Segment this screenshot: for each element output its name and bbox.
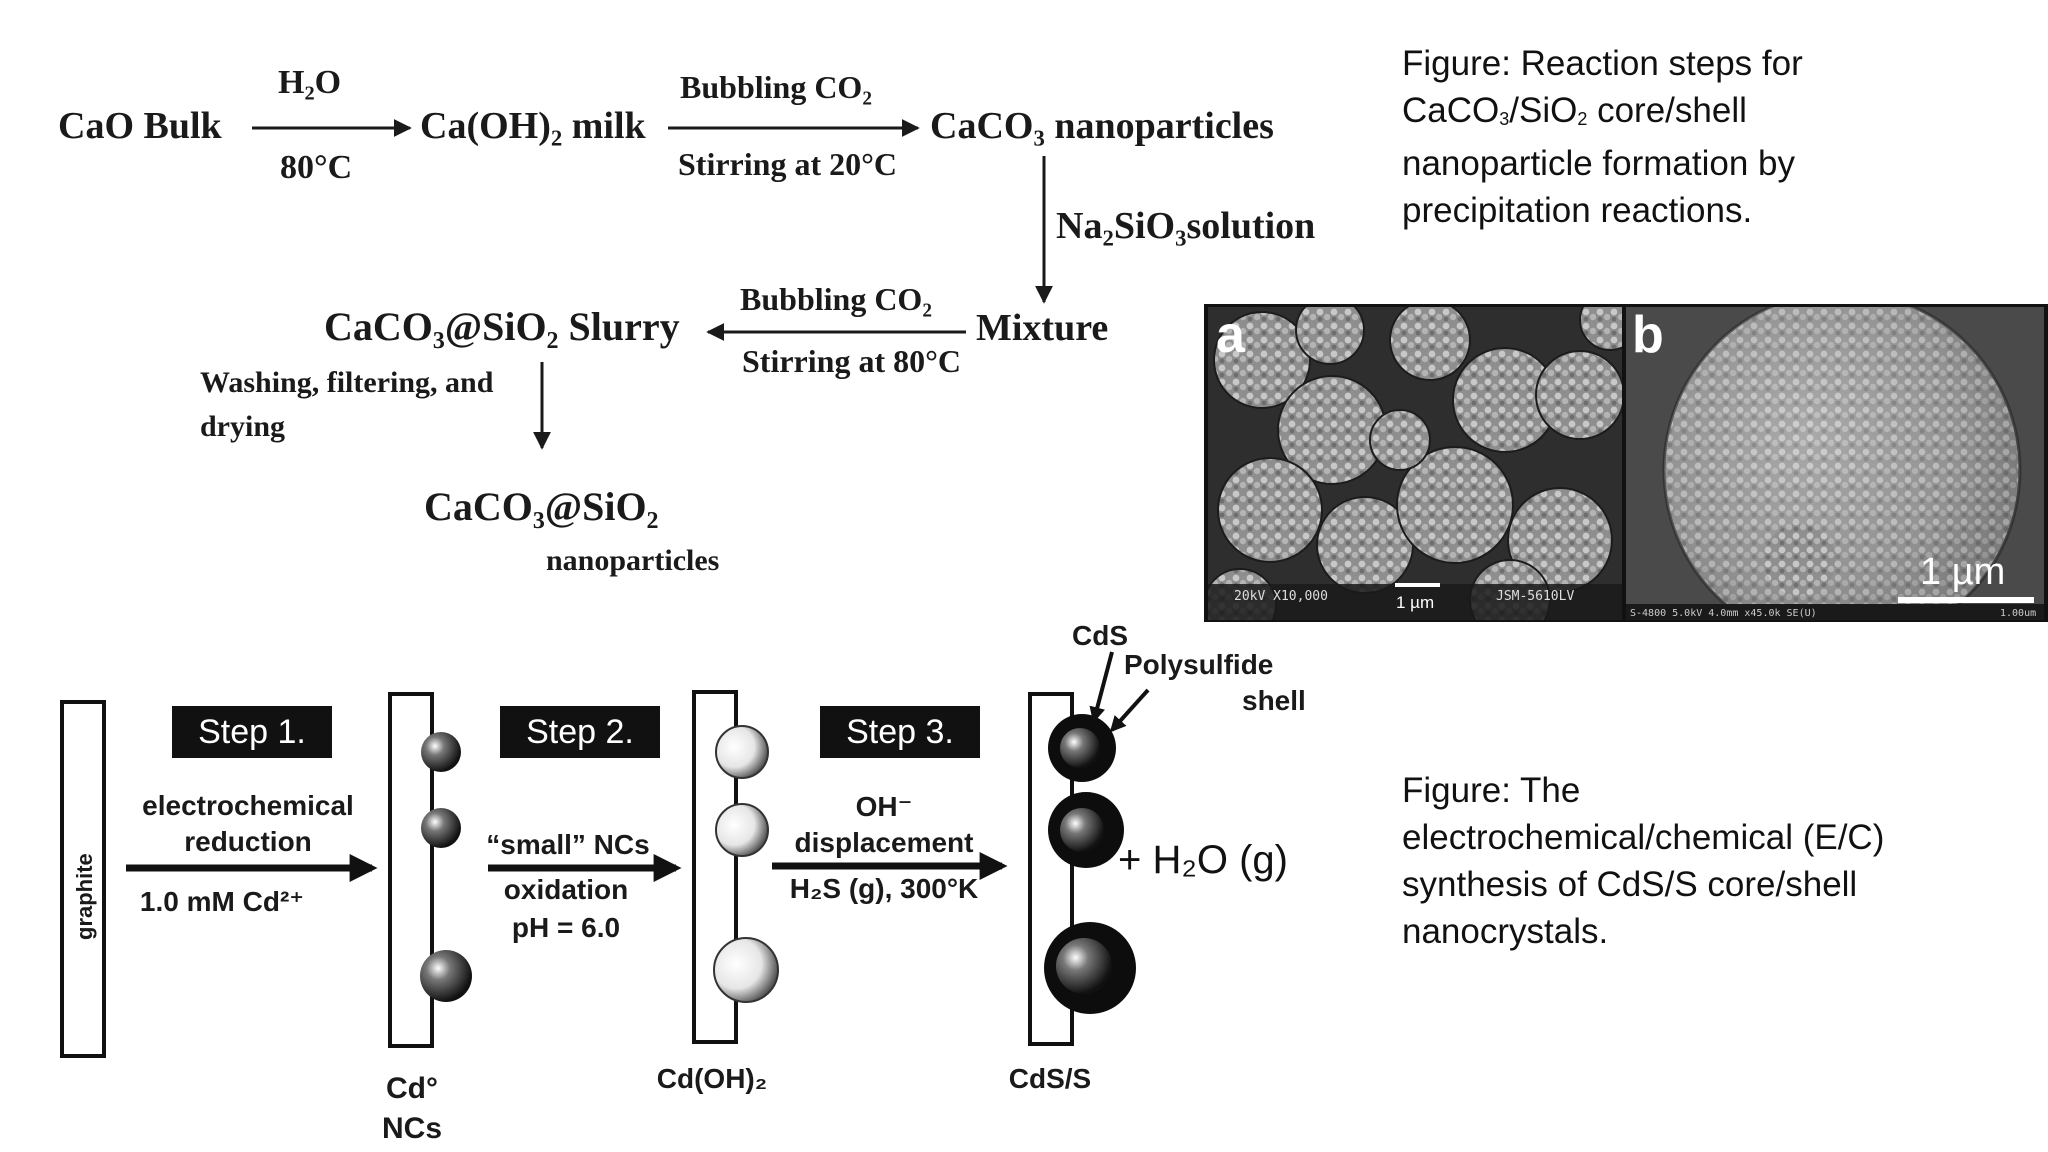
ec-synthesis-scheme: graphite Step 1. electrochemical reducti… xyxy=(60,620,1306,1145)
step2-text-line3: pH = 6.0 xyxy=(512,912,620,943)
caption1-line4: precipitation reactions. xyxy=(1402,191,1753,230)
stirring-20-label: Stirring at 20°C xyxy=(678,146,897,182)
caption2-line3: synthesis of CdS/S core/shell xyxy=(1402,865,1858,904)
panel-b-scale-label: 1 µm xyxy=(1920,551,2005,593)
cao-bulk-label: CaO Bulk xyxy=(58,105,223,147)
washing-label-line1: Washing, filtering, and xyxy=(200,366,494,399)
temperature-80-label: 80°C xyxy=(280,149,352,186)
caption1-line1: Figure: Reaction steps for xyxy=(1402,44,1803,83)
product-label-line1: CaCO₃@SiO₂ xyxy=(424,484,659,529)
shell-callout-arrow xyxy=(1109,688,1150,733)
water-product: + H₂O (g) xyxy=(1118,838,1288,882)
cd-nanocrystal-3 xyxy=(420,950,472,1002)
step3-text-line2: displacement xyxy=(795,827,974,858)
panel-b-scale-small: 1.00um xyxy=(2000,608,2036,619)
mixture-label: Mixture xyxy=(976,307,1108,349)
caco3-nanoparticles-label: CaCO₃ nanoparticles xyxy=(930,105,1274,147)
caption1-line3: nanoparticle formation by xyxy=(1402,144,1795,183)
step1-condition: 1.0 mM Cd²⁺ xyxy=(140,886,304,917)
step3-text-line1: OH⁻ xyxy=(856,791,913,822)
shell-callout: shell xyxy=(1242,685,1306,716)
graphite-label: graphite xyxy=(72,853,97,940)
caption2-line4: nanocrystals. xyxy=(1402,912,1609,951)
cds-callout-arrow xyxy=(1089,651,1114,724)
step1-label: Step 1. xyxy=(198,713,306,751)
precipitation-scheme: CaO Bulk H₂O 80°C Ca(OH)₂ milk Bubbling … xyxy=(58,64,1315,577)
caption1-line2: CaCO3/SiO2 core/shell xyxy=(1402,91,1747,130)
caption2-line1: Figure: The xyxy=(1402,771,1581,810)
cd0-label-line1: Cd° xyxy=(386,1072,438,1105)
caption-ec-synthesis: Figure: The electrochemical/chemical (E/… xyxy=(1402,767,1884,955)
step2-box xyxy=(500,706,660,758)
step3-condition: H₂S (g), 300°K xyxy=(790,873,979,904)
panel-b-label: b xyxy=(1632,306,1664,364)
panel-b-footer: S-4800 5.0kV 4.0mm x45.0k SE(U) xyxy=(1630,608,1817,619)
slurry-label: CaCO₃@SiO₂ Slurry xyxy=(324,304,680,349)
cdoh2-particle-2 xyxy=(715,803,769,857)
panel-a-scale-label: 1 µm xyxy=(1396,593,1434,612)
cds-core-1 xyxy=(1060,728,1100,768)
caption2-line2: electrochemical/chemical (E/C) xyxy=(1402,818,1885,857)
panel-a-instrument: JSM-5610LV xyxy=(1496,589,1574,604)
stirring-80-label: Stirring at 80°C xyxy=(742,343,961,379)
cds-callout: CdS xyxy=(1072,620,1128,651)
step3-box xyxy=(820,706,980,758)
step3-label: Step 3. xyxy=(846,713,954,751)
cdoh2-label: Cd(OH)₂ xyxy=(657,1063,767,1094)
cdoh2-particle-3 xyxy=(713,937,779,1003)
bubbling-co2-label-2: Bubbling CO₂ xyxy=(740,281,932,317)
cd-nanocrystal-1 xyxy=(421,732,461,772)
cds-core-3 xyxy=(1056,938,1112,994)
cd-nanocrystal-2 xyxy=(421,808,461,848)
panel-a-footer: 20kV X10,000 xyxy=(1234,589,1328,604)
panel-a-label: a xyxy=(1216,306,1246,364)
cdss-label: CdS/S xyxy=(1009,1063,1091,1094)
water-reagent-label: H₂O xyxy=(278,64,341,101)
cd0-label-line2: NCs xyxy=(382,1112,442,1145)
polysulfide-callout: Polysulfide xyxy=(1124,649,1273,680)
step1-box xyxy=(172,706,332,758)
step2-text-line2: oxidation xyxy=(504,874,628,905)
na2sio3-solution-label: Na₂SiO₃solution xyxy=(1056,205,1315,247)
washing-label-line2: drying xyxy=(200,410,285,443)
caption-precipitation: Figure: Reaction steps for CaCO3/SiO2 co… xyxy=(1402,40,1803,234)
product-label-line2: nanoparticles xyxy=(546,544,719,577)
step2-text-line1: “small” NCs xyxy=(486,829,649,860)
caoh2-milk-label: Ca(OH)₂ milk xyxy=(420,105,647,147)
cdoh2-particle-1 xyxy=(715,725,769,779)
sem-panel-a xyxy=(1208,307,1622,620)
step2-label: Step 2. xyxy=(526,713,634,751)
bubbling-co2-label: Bubbling CO₂ xyxy=(680,69,872,105)
sem-panel-b xyxy=(1626,307,2044,620)
step1-text-line1: electrochemical xyxy=(142,790,354,821)
graphite-electrode xyxy=(60,700,106,1058)
sem-micrographs: a 20kV X10,000 1 µm JSM-5610LV b 1 µm S-… xyxy=(1204,304,2048,622)
cds-core-2 xyxy=(1060,808,1104,852)
step1-text-line2: reduction xyxy=(184,826,312,857)
